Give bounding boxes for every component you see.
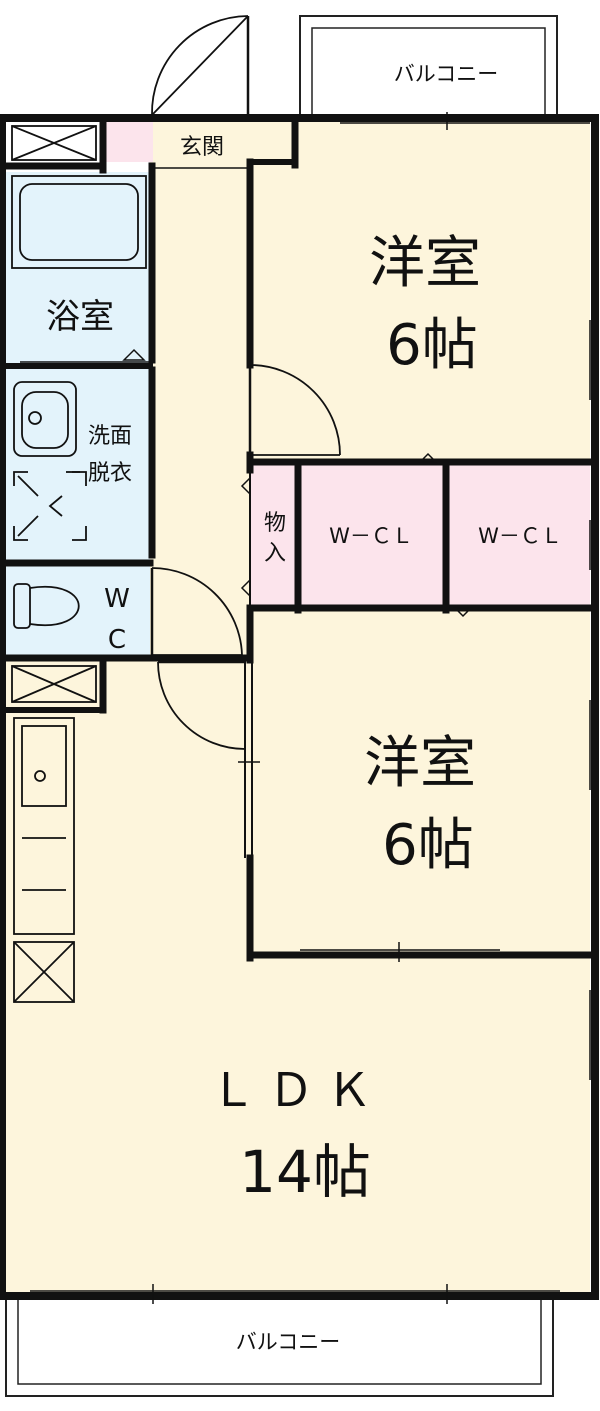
doors — [20, 15, 540, 858]
toilet-label-line2: C — [108, 625, 126, 655]
closet-right-floor — [447, 465, 590, 610]
corridor-floor — [150, 160, 250, 670]
shaft-top-left — [11, 125, 97, 161]
closet-right-label: W－ＣＬ — [478, 524, 562, 548]
bathroom-label: 浴室 — [46, 297, 114, 337]
toilet-label-line1: W — [104, 584, 130, 614]
storage-label-line2: 入 — [264, 541, 286, 566]
ldk-label: ＬＤＫ — [210, 1063, 384, 1117]
closet-left-label: W－ＣＬ — [329, 524, 413, 548]
washroom-label-line2: 脱衣 — [88, 461, 132, 486]
balcony-bottom: バルコニー — [5, 1295, 554, 1397]
storage-floor — [250, 465, 298, 610]
entrance-floor — [150, 120, 295, 162]
windows — [30, 112, 591, 1304]
toilet-bowl — [13, 583, 80, 629]
fixtures — [11, 125, 147, 1003]
washing-machine-space — [13, 471, 87, 541]
entrance-tile — [103, 120, 153, 162]
bathtub — [11, 175, 147, 269]
balcony-top: バルコニー — [299, 15, 558, 117]
balcony-bottom-label: バルコニー — [236, 1330, 341, 1354]
bedroom-lower-label: 洋室 — [364, 731, 476, 796]
shaft-mid-left — [11, 665, 97, 703]
ldk-size: 14帖 — [239, 1138, 371, 1206]
bedroom-upper-label: 洋室 — [369, 231, 481, 296]
storage-label-line1: 物 — [264, 511, 286, 536]
entrance-label: 玄関 — [180, 135, 224, 160]
bedroom-upper-floor — [250, 120, 590, 465]
shaft-kitchen — [13, 941, 75, 1003]
floors — [6, 120, 590, 1292]
washroom-label-line1: 洗面 — [88, 424, 132, 449]
closet-left-floor — [298, 465, 444, 610]
bedroom-lower-floor — [250, 610, 590, 955]
washroom-floor — [6, 366, 150, 563]
wash-basin — [13, 381, 77, 457]
bedroom-lower-size: 6帖 — [382, 813, 474, 878]
balcony-top-label: バルコニー — [394, 62, 499, 86]
kitchen-counter — [13, 717, 75, 935]
bedroom-upper-size: 6帖 — [386, 313, 478, 378]
room-labels: 玄関 浴室 洗面 脱衣 W C 物 入 W－ＣＬ W－ＣＬ 洋室 6帖 洋室 6… — [46, 135, 562, 1206]
